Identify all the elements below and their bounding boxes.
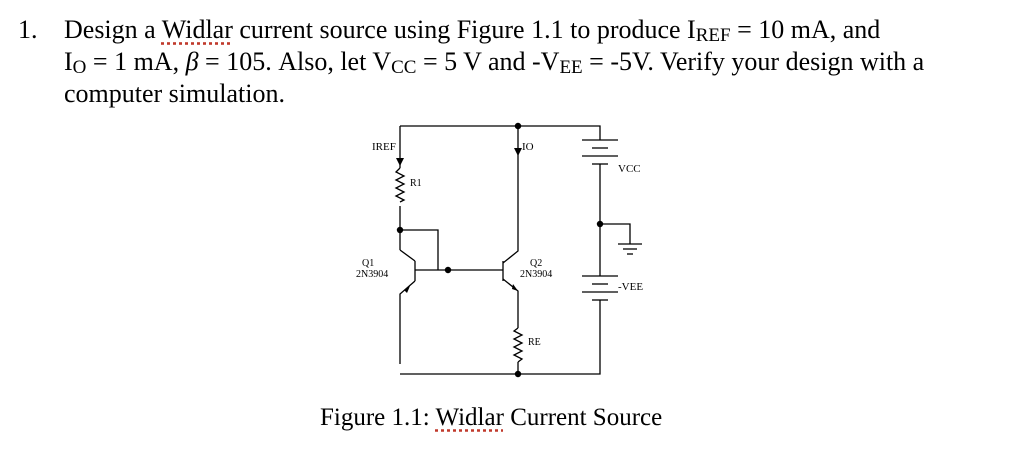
iref-arrow-icon xyxy=(396,158,404,166)
q2-label: Q2 xyxy=(530,258,542,269)
spellcheck-word: Widlar xyxy=(161,15,233,44)
text-segment: I xyxy=(64,47,73,76)
q1-part-label: 2N3904 xyxy=(356,269,388,280)
caption-suffix: Current Source xyxy=(503,404,663,431)
vee-label: -VEE xyxy=(618,281,643,293)
problem-number: 1. xyxy=(18,15,38,44)
text-segment: Design a xyxy=(64,15,162,44)
resistor-re xyxy=(512,327,524,363)
re-label: RE xyxy=(528,337,541,348)
vee-subscript: EE xyxy=(559,57,583,78)
widlar-circuit-diagram: IREF IO R1 RE Q1 2N3904 Q2 2N3904 VCC -V… xyxy=(356,122,643,378)
vee-battery-icon xyxy=(582,275,618,306)
q1-emitter-arrow-icon xyxy=(404,286,410,293)
figure-caption: Figure 1.1: Widlar Current Source xyxy=(320,402,662,434)
text-segment: = 1 mA, xyxy=(86,47,186,76)
q1-label: Q1 xyxy=(362,258,374,269)
io-subscript: O xyxy=(72,57,87,78)
text-segment: = 10 mA, and xyxy=(730,15,881,44)
beta-symbol: β xyxy=(185,47,199,76)
junction-dots xyxy=(396,122,604,378)
caption-prefix: Figure 1.1: xyxy=(320,404,436,431)
text-segment: current source using Figure 1.1 to produ… xyxy=(232,15,696,44)
problem-line-1: Design a Widlar current source using Fig… xyxy=(64,14,1008,46)
circuit-wires xyxy=(394,125,631,375)
vcc-label: VCC xyxy=(618,163,641,175)
text-segment: = -5V. Verify your design with a xyxy=(582,47,925,76)
vcc-subscript: CC xyxy=(391,57,417,78)
text-segment: = 105. Also, let V xyxy=(198,47,392,76)
iref-subscript: REF xyxy=(695,25,731,46)
q2-emitter-arrow-icon xyxy=(512,284,518,291)
r1-label: R1 xyxy=(410,178,422,189)
text-segment: = 5 V and -V xyxy=(416,47,560,76)
spellcheck-word: Widlar xyxy=(435,404,504,431)
vcc-battery-icon xyxy=(582,139,618,196)
problem-line-2: IO = 1 mA, β = 105. Also, let VCC = 5 V … xyxy=(64,46,1008,78)
resistor-r1 xyxy=(394,167,406,203)
iref-label: IREF xyxy=(372,141,396,153)
problem-text: Design a Widlar current source using Fig… xyxy=(64,14,1008,110)
ground-icon xyxy=(618,243,642,255)
io-arrow-icon xyxy=(514,148,522,156)
q2-part-label: 2N3904 xyxy=(520,269,552,280)
problem-line-3: computer simulation. xyxy=(64,79,285,108)
io-label: IO xyxy=(522,141,534,153)
